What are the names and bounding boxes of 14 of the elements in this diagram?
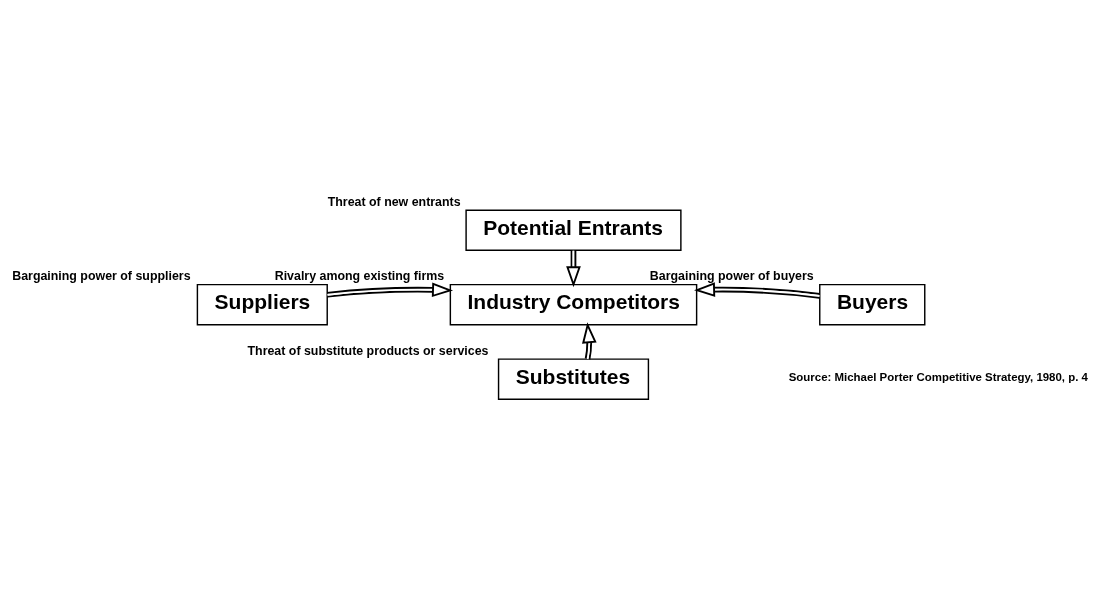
node-box: Industry Competitors (449, 283, 698, 325)
arrow (694, 281, 821, 299)
node-label: Rivalry among existing firms (274, 268, 445, 283)
node-box: Suppliers (196, 283, 328, 325)
node-label: Threat of substitute products or services (247, 343, 489, 358)
node-box: Potential Entrants (465, 208, 682, 251)
node-box: Buyers (819, 283, 926, 325)
arrow (326, 281, 454, 298)
node-label: Threat of new entrants (327, 194, 461, 209)
node-label: Bargaining power of buyers (649, 268, 814, 283)
node-box: Substitutes (497, 357, 650, 400)
label: Source: Michael Porter Competitive Strategy, 1980, p. 4 (788, 370, 1088, 383)
node-label: Bargaining power of suppliers (12, 268, 191, 283)
arrow (582, 321, 597, 360)
